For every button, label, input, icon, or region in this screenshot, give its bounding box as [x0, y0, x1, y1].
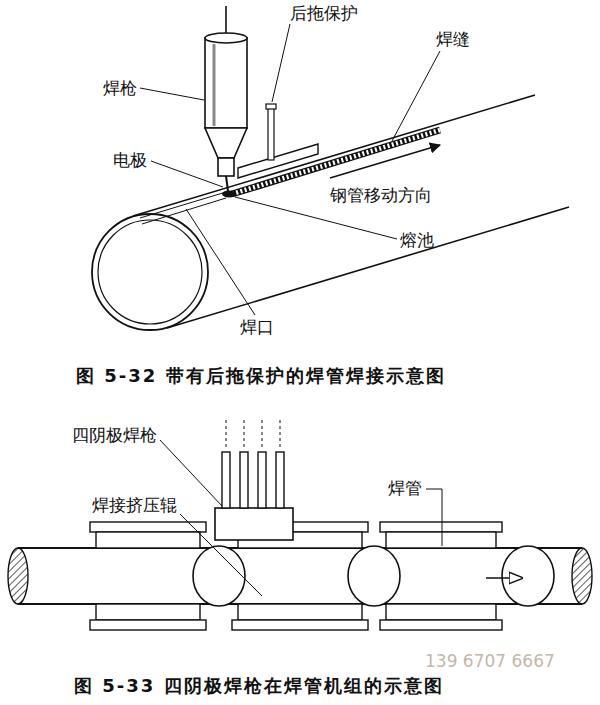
pipe-outline — [167, 207, 569, 328]
part-label: 焊接挤压辊 — [92, 496, 177, 515]
leader-line — [151, 161, 223, 187]
cathode-tube — [258, 452, 266, 508]
part-label: 焊管 — [388, 479, 422, 498]
figure-caption: 图 5-33 四阴极焊枪在焊管机组的示意图 — [74, 676, 444, 696]
squeeze-roll — [380, 620, 502, 630]
torch-top — [205, 33, 247, 43]
part-label: 钢管移动方向 — [330, 186, 432, 205]
direction-arrow — [330, 145, 440, 178]
torch-cone — [205, 128, 247, 158]
cathode-tube — [276, 452, 284, 508]
torch-shade — [213, 44, 216, 126]
squeeze-roll — [380, 522, 502, 532]
molten-pool — [222, 191, 236, 198]
groove-edge — [142, 198, 226, 224]
squeeze-roll — [232, 620, 368, 630]
gas-pipe-cap — [266, 104, 276, 109]
side-roll — [502, 546, 554, 606]
leader-line — [186, 209, 255, 315]
side-roll — [348, 546, 400, 606]
side-roll — [193, 546, 245, 606]
gas-pipe — [268, 108, 274, 160]
part-label: 熔池 — [400, 231, 434, 250]
pipe-cut-end — [572, 548, 592, 604]
pipe-outline — [133, 95, 535, 216]
watermark: 139 6707 6667 — [425, 652, 555, 671]
pipe-end-inner — [98, 220, 202, 324]
squeeze-roll — [386, 532, 496, 548]
torch-body — [205, 38, 247, 128]
leader-line — [392, 51, 440, 141]
electrode — [226, 176, 228, 191]
squeeze-roll — [96, 604, 200, 620]
trailing-shield — [238, 144, 318, 178]
squeeze-roll — [90, 522, 206, 532]
pipe-end — [92, 214, 208, 330]
leader-line — [140, 88, 204, 100]
center-line — [280, 420, 281, 450]
part-label: 四阴极焊枪 — [72, 426, 157, 445]
leader-line — [272, 24, 290, 102]
torch-cable — [225, 6, 227, 36]
figure-caption: 图 5-32 带有后拖保护的焊管焊接示意图 — [76, 366, 446, 386]
part-label: 电极 — [113, 151, 147, 170]
cathode-tube — [222, 452, 230, 508]
squeeze-roll — [96, 532, 200, 548]
squeeze-roll — [90, 620, 206, 630]
squeeze-roll — [238, 604, 362, 620]
center-line — [262, 420, 263, 450]
center-line — [226, 420, 227, 450]
torch-nozzle — [218, 158, 234, 176]
part-label: 后拖保护 — [290, 4, 358, 23]
center-line — [244, 420, 245, 450]
pipe-cut-end — [8, 548, 28, 604]
leader-line — [426, 489, 442, 546]
torch-body — [215, 508, 293, 540]
weld-bead — [232, 130, 440, 194]
part-label: 焊缝 — [436, 30, 470, 49]
cathode-tube — [240, 452, 248, 508]
groove-edge — [140, 192, 226, 218]
squeeze-roll — [386, 604, 496, 620]
part-label: 焊口 — [240, 318, 274, 337]
weld-bead-hatch — [232, 130, 440, 194]
leader-line — [180, 514, 262, 596]
direction-arrow — [486, 577, 522, 579]
part-label: 焊枪 — [103, 79, 137, 98]
